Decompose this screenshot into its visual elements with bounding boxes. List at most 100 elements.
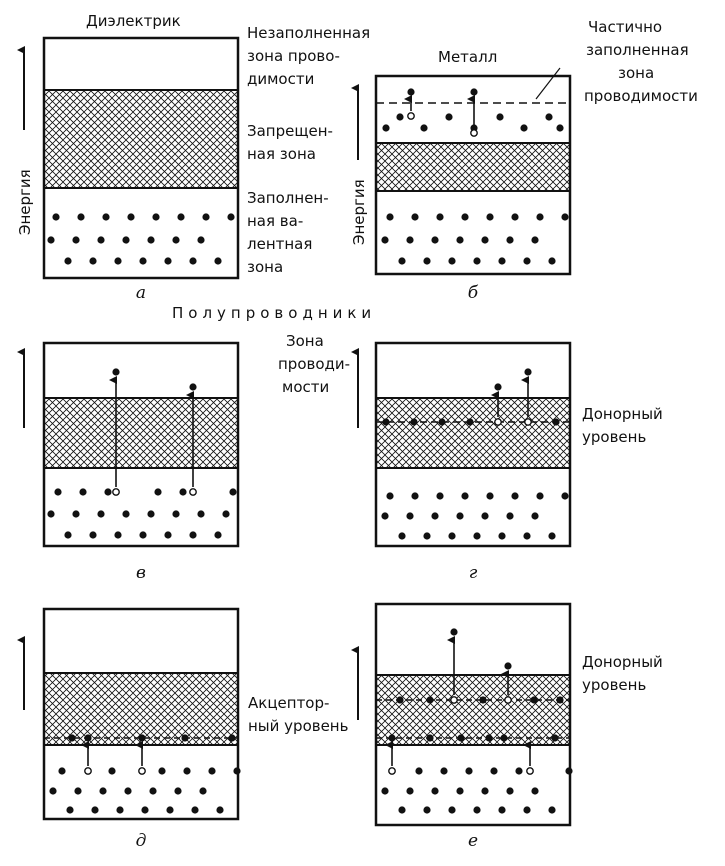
ntype-electrons bbox=[381, 418, 569, 540]
electron bbox=[450, 628, 458, 636]
electron bbox=[208, 767, 216, 775]
electron bbox=[456, 787, 464, 795]
electron bbox=[461, 213, 469, 221]
electron bbox=[214, 531, 222, 539]
electron bbox=[466, 418, 474, 426]
electron bbox=[396, 113, 404, 121]
electron bbox=[548, 806, 556, 814]
ntype-conduction-label-3: мости bbox=[282, 378, 329, 396]
electron bbox=[436, 213, 444, 221]
electron bbox=[448, 257, 456, 265]
electron bbox=[181, 734, 189, 742]
panel-intrinsic-semiconductor: в bbox=[17, 341, 240, 583]
electron bbox=[154, 488, 162, 496]
electron bbox=[523, 806, 531, 814]
electron bbox=[388, 734, 396, 742]
metal-electrons bbox=[381, 113, 569, 265]
electron bbox=[139, 257, 147, 265]
dielectric-forbidden-band bbox=[44, 90, 238, 188]
electron bbox=[396, 696, 404, 704]
electron bbox=[556, 696, 564, 704]
electron bbox=[481, 236, 489, 244]
hole bbox=[526, 767, 534, 775]
electron bbox=[524, 368, 532, 376]
electron bbox=[486, 492, 494, 500]
electron bbox=[456, 236, 464, 244]
caption-d: д bbox=[136, 831, 147, 851]
metal-zone-label-1: Частично bbox=[588, 18, 662, 36]
dielectric-conduction-label-3: димости bbox=[247, 70, 314, 88]
electron bbox=[445, 113, 453, 121]
metal-label-leader bbox=[535, 67, 561, 100]
electron bbox=[172, 510, 180, 518]
electron bbox=[116, 806, 124, 814]
electron bbox=[436, 492, 444, 500]
electron bbox=[398, 532, 406, 540]
metal-zone-label-3: зона bbox=[618, 64, 654, 82]
electron bbox=[64, 531, 72, 539]
electron bbox=[216, 806, 224, 814]
electron bbox=[448, 806, 456, 814]
electron bbox=[122, 510, 130, 518]
intrinsic-forbidden-band bbox=[44, 398, 238, 468]
dielectric-valence-label-4: зона bbox=[247, 258, 283, 276]
ntype-donor-label-1: Донорный bbox=[582, 405, 663, 423]
caption-b: б bbox=[468, 283, 479, 303]
electron bbox=[410, 418, 418, 426]
electron bbox=[233, 767, 241, 775]
electron bbox=[407, 88, 415, 96]
compensated-electrons bbox=[381, 696, 573, 814]
semiconductors-title: Полупроводники bbox=[172, 304, 376, 322]
ntype-donor-label-2: уровень bbox=[582, 428, 646, 446]
panel-dielectric: Диэлектрик Энергия Незаполненная зона пр… bbox=[16, 12, 370, 303]
electron bbox=[68, 734, 76, 742]
electron bbox=[506, 787, 514, 795]
hole bbox=[388, 767, 396, 775]
electron bbox=[199, 787, 207, 795]
electron bbox=[431, 787, 439, 795]
electron bbox=[536, 492, 544, 500]
electron bbox=[189, 531, 197, 539]
electron bbox=[431, 236, 439, 244]
dielectric-valence-label-3: лентная bbox=[247, 235, 312, 253]
electron bbox=[47, 510, 55, 518]
electron bbox=[108, 767, 116, 775]
caption-e: е bbox=[468, 831, 478, 851]
electron bbox=[494, 383, 502, 391]
hole bbox=[494, 418, 502, 426]
ptype-forbidden-band bbox=[44, 673, 238, 745]
electron bbox=[473, 806, 481, 814]
electron bbox=[227, 213, 235, 221]
dielectric-energy-label: Энергия bbox=[16, 169, 34, 235]
electron bbox=[438, 418, 446, 426]
electron bbox=[406, 512, 414, 520]
electron bbox=[411, 492, 419, 500]
ntype-conduction-label-2: проводи- bbox=[278, 355, 350, 373]
electron bbox=[91, 806, 99, 814]
electron bbox=[97, 236, 105, 244]
electron bbox=[426, 734, 434, 742]
electron bbox=[138, 734, 146, 742]
ptype-acceptor-label-2: ный уровень bbox=[248, 717, 348, 735]
electron bbox=[470, 88, 478, 96]
compensated-frame bbox=[374, 602, 572, 827]
electron bbox=[381, 512, 389, 520]
compensated-forbidden-band bbox=[376, 675, 570, 745]
electron bbox=[506, 236, 514, 244]
electron bbox=[523, 532, 531, 540]
hole bbox=[138, 767, 146, 775]
hole bbox=[112, 488, 120, 496]
electron bbox=[58, 767, 66, 775]
electron bbox=[52, 213, 60, 221]
electron bbox=[415, 767, 423, 775]
electron bbox=[229, 488, 237, 496]
electron bbox=[485, 734, 493, 742]
electron bbox=[152, 213, 160, 221]
electron bbox=[448, 532, 456, 540]
electron bbox=[504, 662, 512, 670]
electron bbox=[423, 532, 431, 540]
electron bbox=[465, 767, 473, 775]
electron bbox=[72, 510, 80, 518]
